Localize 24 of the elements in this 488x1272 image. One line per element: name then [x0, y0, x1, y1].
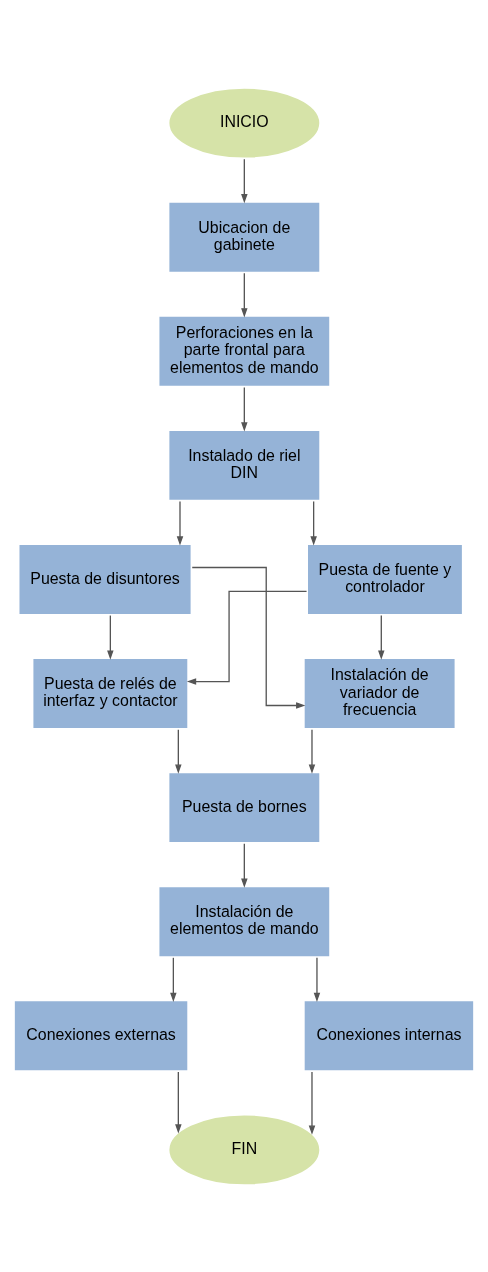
node-box: Ubicacion de gabinete	[166, 199, 322, 274]
node-box: Instalación de elementos de mando	[156, 884, 332, 959]
node-ellipse: INICIO	[166, 85, 322, 160]
arrow	[175, 728, 182, 774]
arrow	[107, 614, 114, 660]
node-box: Perforaciones en la parte frontal para elementos de mando	[156, 313, 332, 388]
arrow	[241, 272, 248, 317]
node-ellipse: FIN	[166, 1112, 322, 1187]
arrow	[191, 566, 306, 709]
node-box: Puesta de bornes	[166, 770, 322, 845]
arrow	[310, 500, 317, 546]
arrow	[313, 956, 321, 1002]
arrow	[308, 728, 316, 774]
arrow	[241, 158, 248, 203]
arrow	[378, 614, 385, 660]
arrow	[241, 386, 248, 432]
arrow	[175, 1070, 182, 1134]
arrow	[241, 842, 248, 888]
arrow	[186, 590, 308, 685]
node-box: Conexiones internas	[302, 998, 476, 1073]
node-box: Conexiones externas	[12, 998, 190, 1073]
arrow	[176, 500, 184, 546]
arrow	[170, 956, 177, 1002]
arrow	[308, 1070, 316, 1135]
